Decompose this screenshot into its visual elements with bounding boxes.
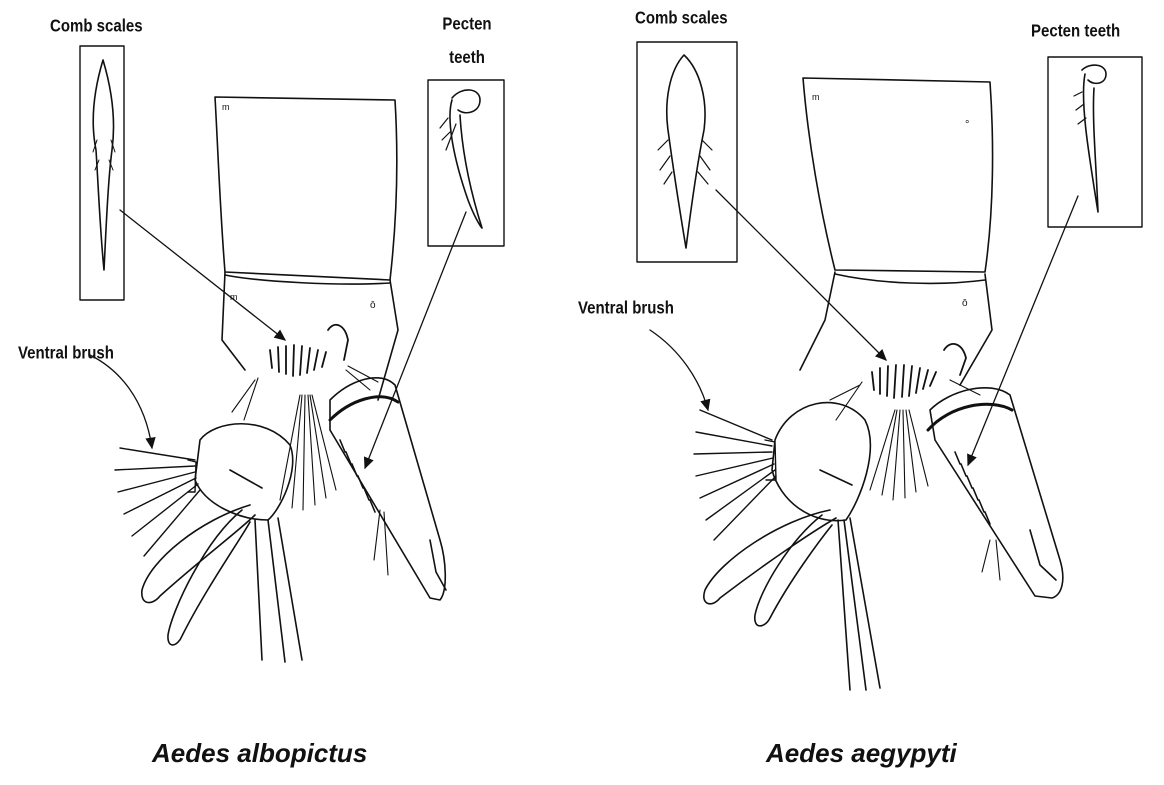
- aegypti-pecten-teeth-label: Pecten teeth: [1031, 22, 1120, 42]
- albopictus-pecten-label-line1: Pecten: [437, 15, 497, 35]
- aegypti-pecten-tooth-inset: [1048, 57, 1142, 227]
- svg-text:°: °: [965, 119, 969, 131]
- aegypti-species-caption: Aedes aegypyti: [766, 738, 957, 769]
- albopictus-ventral-brush: [115, 448, 200, 556]
- albopictus-pecten-tooth-inset: [428, 80, 504, 246]
- aegypti-larva-drawing: m ° ō: [637, 42, 1142, 690]
- albopictus-pecten-label-line2: teeth: [437, 48, 497, 68]
- aegypti-comb-scale-inset: [637, 42, 737, 262]
- albopictus-comb-scales-label: Comb scales: [50, 17, 143, 37]
- albopictus-pecten-teeth-label: Pecten teeth: [437, 15, 497, 68]
- svg-text:ō: ō: [370, 300, 376, 311]
- albopictus-comb-scale-inset: [80, 46, 124, 300]
- aegypti-siphon: [928, 388, 1063, 598]
- albopictus-anal-papillae: [142, 505, 302, 662]
- aegypti-ventral-brush: [694, 410, 776, 540]
- albopictus-species-caption: Aedes albopictus: [152, 738, 367, 769]
- albopictus-ventral-brush-label: Ventral brush: [18, 344, 114, 364]
- aegypti-anal-papillae: [704, 510, 880, 690]
- aegypti-ventral-brush-label: Ventral brush: [578, 299, 674, 319]
- svg-text:m: m: [812, 92, 820, 102]
- albopictus-comb-fringe: [270, 325, 348, 376]
- svg-text:ō: ō: [962, 298, 968, 309]
- aegypti-pointer-arrows: [650, 190, 1078, 465]
- aegypti-comb-scales-label: Comb scales: [635, 9, 728, 29]
- aegypti-abdominal-segment: m ° ō: [800, 78, 993, 385]
- albopictus-abdominal-segment: m m ō: [215, 97, 398, 400]
- albopictus-pointer-arrows: [90, 210, 466, 468]
- albopictus-saddle: [195, 424, 293, 520]
- albopictus-larva-drawing: m m ō: [80, 46, 504, 662]
- svg-text:m: m: [222, 102, 230, 112]
- aegypti-saddle: [772, 403, 870, 521]
- aegypti-comb-fringe: [872, 344, 966, 398]
